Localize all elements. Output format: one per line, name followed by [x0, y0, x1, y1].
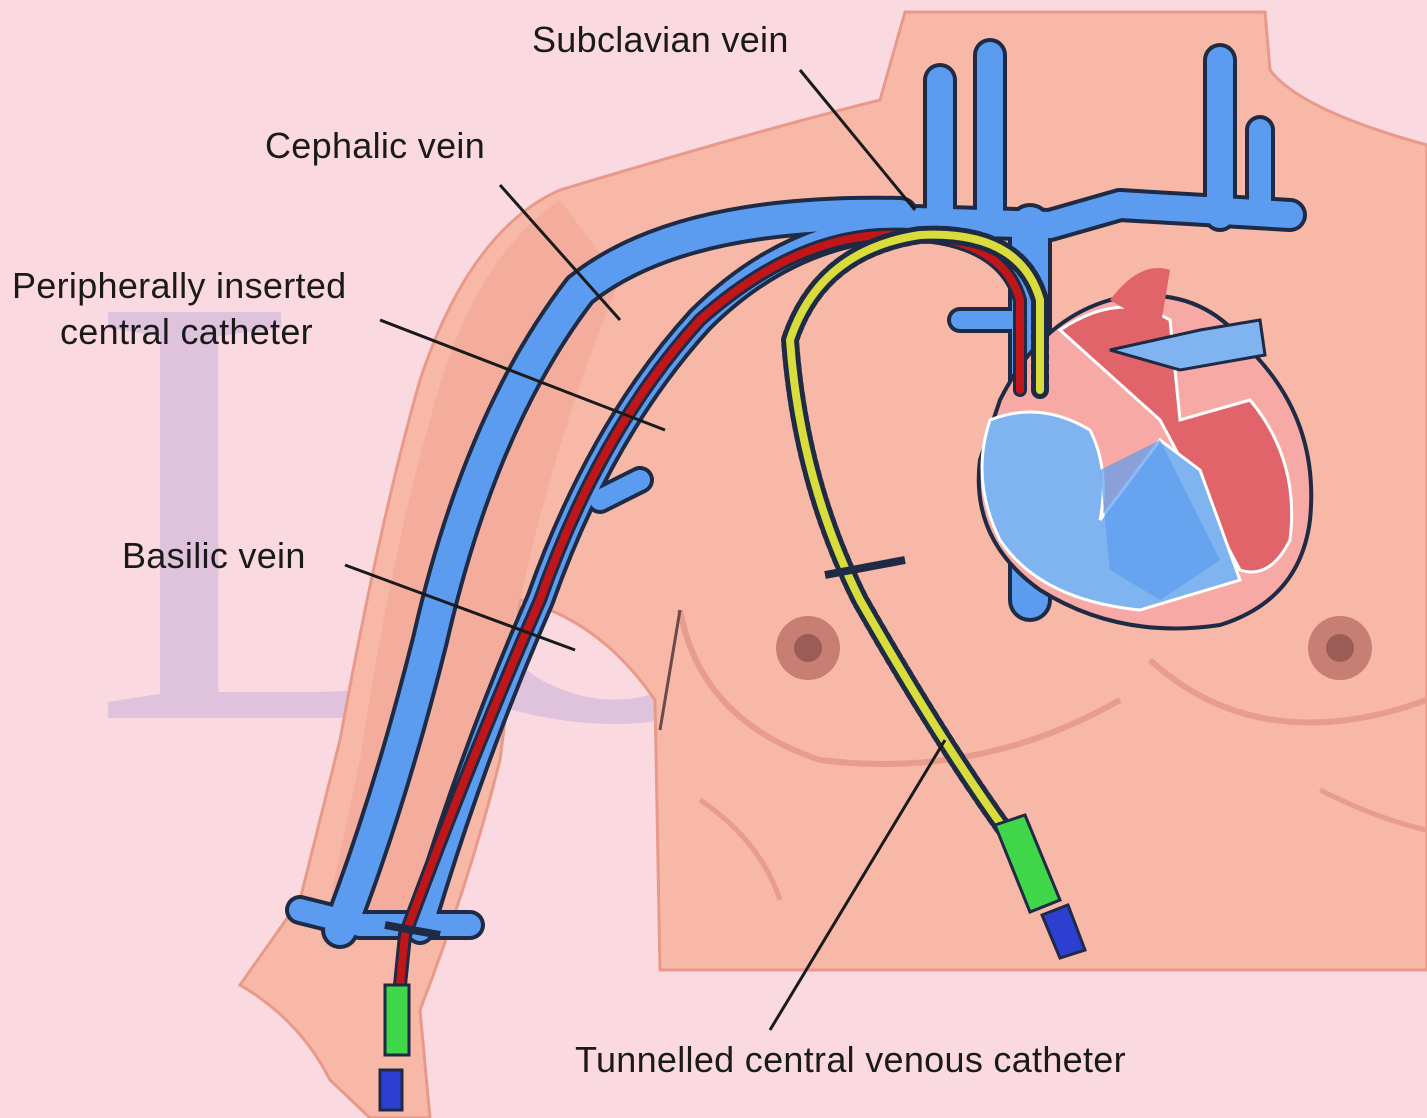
label-tunnelled-cvc: Tunnelled central venous catheter	[575, 1038, 1126, 1082]
label-picc-line1: Peripherally inserted	[12, 264, 346, 308]
left-nipple	[776, 616, 840, 680]
right-nipple	[1308, 616, 1372, 680]
label-picc-line2: central catheter	[60, 310, 313, 354]
label-cephalic-vein: Cephalic vein	[265, 124, 485, 168]
label-basilic-vein: Basilic vein	[122, 534, 306, 578]
label-subclavian-vein: Subclavian vein	[532, 18, 789, 62]
